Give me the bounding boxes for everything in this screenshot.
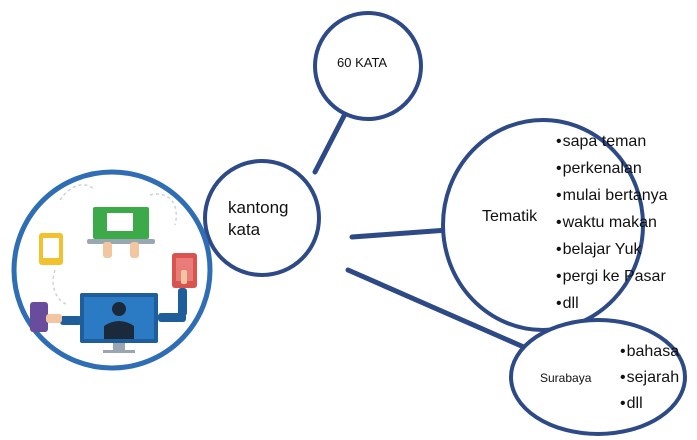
center-node-line1: kantong xyxy=(228,198,289,217)
tematik-item: waktu makan xyxy=(556,209,668,236)
tematik-item: pergi ke Pasar xyxy=(556,263,668,290)
connector-top xyxy=(312,109,349,175)
center-node-line2: kata xyxy=(228,220,261,239)
tematik-item: sapa teman xyxy=(556,128,668,155)
tematik-item: dll xyxy=(556,290,668,317)
surabaya-item: dll xyxy=(620,391,679,417)
center-node-circle xyxy=(203,159,321,277)
tematik-item: belajar Yuk xyxy=(556,236,668,263)
connector-tematik xyxy=(349,227,451,240)
surabaya-item: bahasa xyxy=(620,339,680,365)
tematik-item: mulai bertanya xyxy=(556,182,668,209)
top-node-label: 60 KATA xyxy=(337,55,388,70)
top-node-circle xyxy=(313,11,423,121)
tematik-item: perkenalan xyxy=(556,155,668,182)
surabaya-node-label: Surabaya xyxy=(540,371,592,385)
tematik-bullet-list: sapa teman perkenalan mulai bertanya wak… xyxy=(556,128,668,317)
surabaya-item: sejarah xyxy=(620,365,679,391)
surabaya-bullet-list: bahasa sejarah dll xyxy=(620,339,680,417)
online-learning-illustration xyxy=(11,169,213,371)
tematik-node-label: Tematik xyxy=(482,208,538,225)
center-node-label: kantong kata xyxy=(228,197,308,241)
connector-surabaya xyxy=(345,267,529,351)
